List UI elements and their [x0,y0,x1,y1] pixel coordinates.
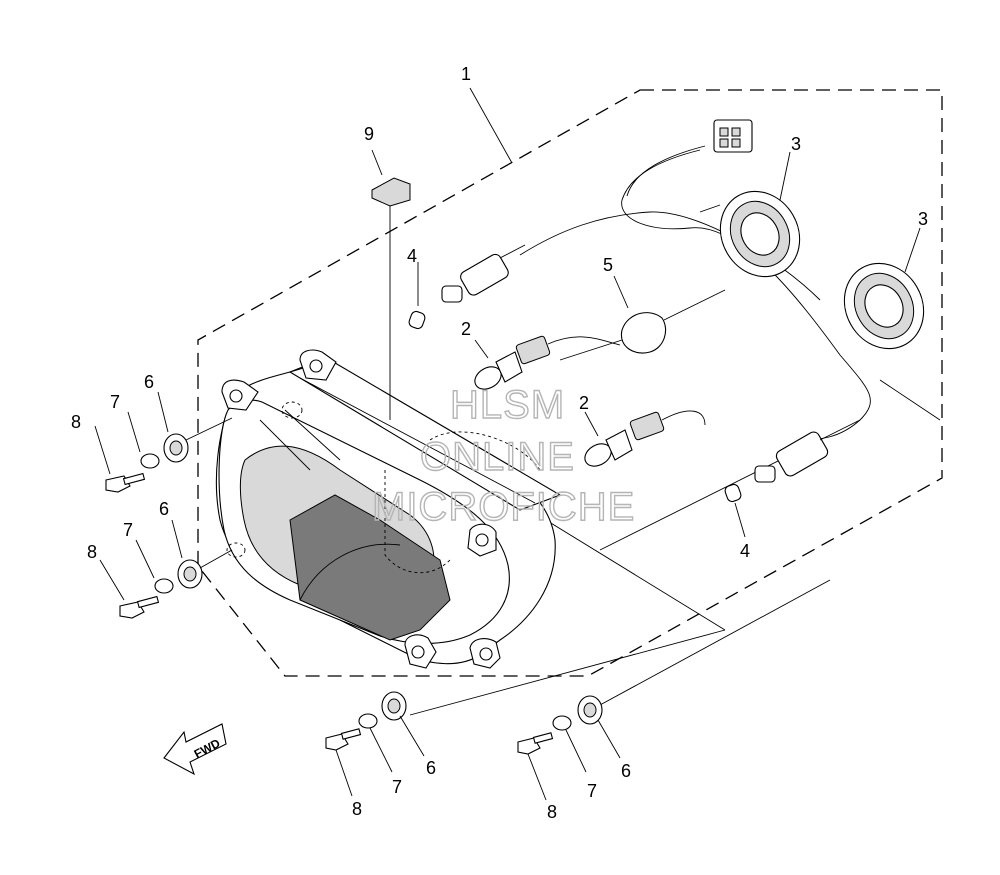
callout-3-right: 3 [918,209,928,229]
part-2-bulb-upper [474,335,621,390]
part-9-clip [371,149,411,420]
callout-7-bottom-center: 7 [392,777,402,797]
watermark: HLSM ONLINE MICROFICHE [371,382,635,529]
headlight-body [215,349,562,669]
callout-9: 9 [364,124,374,144]
watermark-line-2: ONLINE [420,435,575,479]
callout-1: 1 [461,64,471,84]
callout-7-bottom-right: 7 [587,781,597,801]
part-4-bulb-upper [408,262,426,330]
callout-6-lower-left: 6 [159,499,169,519]
fastener-set-bottom-center [325,691,425,797]
callout-7-upper-left: 7 [110,392,120,412]
callout-8-upper-left: 8 [71,412,81,432]
callout-3-left: 3 [791,134,801,154]
callout-8-lower-left: 8 [87,542,97,562]
callout-8-bottom-center: 8 [352,799,362,819]
fastener-set-upper-left [94,391,233,493]
fwd-direction-arrow: FWD [163,723,227,776]
callout-6-bottom-right: 6 [621,761,631,781]
reference-line-bottom-right [599,579,831,706]
callout-6-bottom-center: 6 [426,758,436,778]
callout-2-lower: 2 [579,393,589,413]
part-5-grommet [559,275,726,361]
part-2-bulb-lower [584,410,706,467]
fastener-set-bottom-right [517,695,621,801]
part-3-cover-right [843,227,925,350]
reference-line-lower [409,629,726,716]
assembly-boundary [197,89,943,677]
reference-line-right-2 [879,379,941,421]
watermark-line-1: HLSM [450,383,565,427]
callout-4-upper: 4 [407,246,417,266]
part-3-cover-left [719,151,801,278]
part-4-bulb-lower [724,483,746,538]
callout-6-upper-left: 6 [144,372,154,392]
wiring-harness [519,119,871,441]
fastener-set-lower-left [99,519,233,619]
callout-7-lower-left: 7 [123,520,133,540]
position-socket-upper [441,244,526,303]
callout-5: 5 [603,255,613,275]
callout-2-upper: 2 [461,319,471,339]
position-socket-lower [754,419,861,483]
callout-4-lower: 4 [740,541,750,561]
callout-8-bottom-right: 8 [547,802,557,822]
watermark-line-3: MICROFICHE [372,485,635,529]
leader-1 [469,87,513,164]
